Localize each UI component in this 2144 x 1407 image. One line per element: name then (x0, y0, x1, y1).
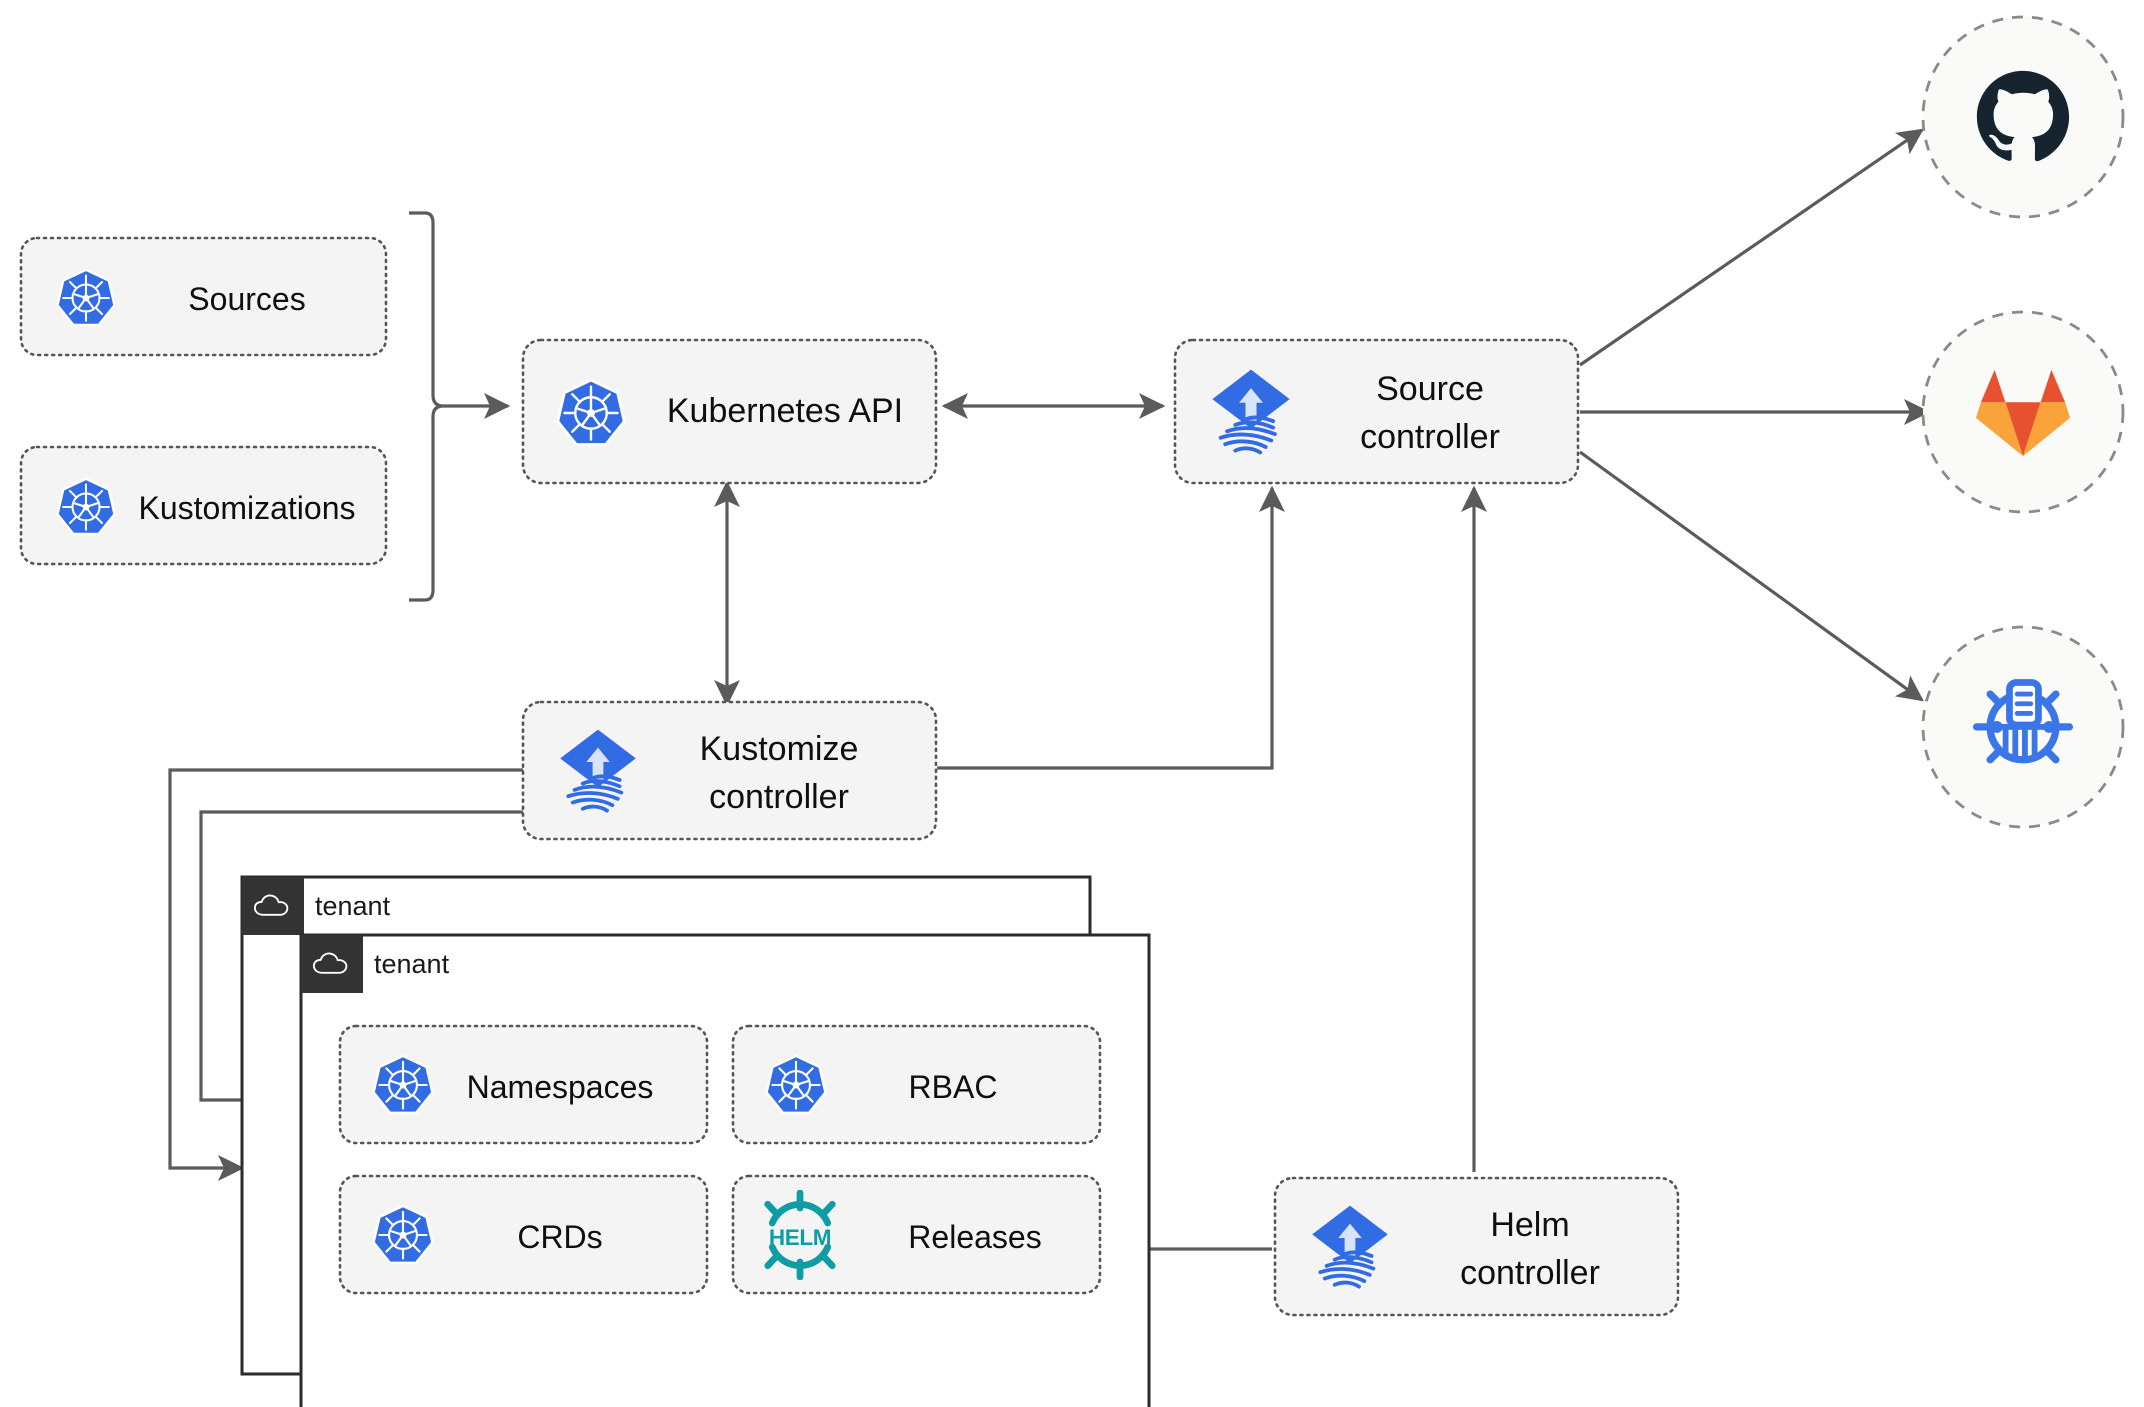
node-gitlab[interactable] (1921, 310, 2125, 514)
node-crds[interactable]: CRDs (338, 1174, 709, 1295)
node-kustomizations[interactable]: Kustomizations (19, 445, 388, 566)
tenant-front[interactable]: tenant (299, 933, 1151, 1407)
tenant-back-icon-chip (242, 877, 304, 935)
crds-box (338, 1174, 709, 1295)
node-helm-repository[interactable] (1921, 625, 2125, 829)
helm-controller-label-line1: Helm (1490, 1206, 1569, 1244)
source-controller-label-line2: controller (1360, 418, 1500, 456)
crds-label: CRDs (517, 1219, 602, 1255)
node-source-controller[interactable]: Source controller (1173, 338, 1580, 485)
kubernetes-api-label: Kubernetes API (667, 392, 903, 430)
namespaces-box (338, 1024, 709, 1145)
kubernetes-api-box (521, 338, 938, 485)
node-rbac[interactable]: RBAC (731, 1024, 1102, 1145)
kustomizations-box (19, 445, 388, 566)
sources-label: Sources (188, 281, 305, 317)
helm-controller-label-line2: controller (1460, 1254, 1600, 1292)
helm-controller-box (1273, 1176, 1680, 1317)
tenant-front-body (299, 933, 1151, 1407)
source-controller-box (1173, 338, 1580, 485)
kubernetes-icon (372, 1054, 434, 1115)
namespaces-label: Namespaces (467, 1069, 654, 1105)
node-kubernetes-api[interactable]: Kubernetes API (521, 338, 938, 485)
node-github[interactable] (1921, 15, 2125, 219)
kubernetes-icon (372, 1204, 434, 1265)
releases-box (731, 1174, 1102, 1295)
tenant-front-label: tenant (374, 949, 450, 979)
kubernetes-icon (765, 1054, 827, 1115)
tenant-front-icon-chip (301, 935, 363, 993)
rbac-label: RBAC (909, 1069, 998, 1105)
edge-kustomize-controller-to-tenant-back (168, 768, 524, 1181)
kubernetes-icon (56, 268, 116, 327)
releases-label: Releases (908, 1219, 1041, 1255)
edge-source-controller-to-helm-repository (1579, 450, 1924, 702)
rbac-box (731, 1024, 1102, 1145)
kubernetes-icon (556, 378, 626, 446)
edge-source-controller-to-github (1579, 128, 1924, 367)
tenant-back-label: tenant (315, 891, 391, 921)
edges-layer (168, 128, 1931, 1262)
sources-box (19, 236, 388, 357)
edge-kustomize-controller-to-source-controller (937, 485, 1285, 770)
node-helm-controller[interactable]: Helm controller (1273, 1176, 1680, 1317)
github-circle (1921, 15, 2125, 219)
kustomize-controller-label-line2: controller (709, 778, 849, 816)
node-sources[interactable]: Sources (19, 236, 388, 357)
kustomize-controller-label-line1: Kustomize (700, 730, 859, 768)
source-controller-label-line1: Source (1376, 370, 1484, 408)
kustomizations-label: Kustomizations (139, 490, 356, 526)
kubernetes-icon (56, 477, 116, 536)
node-namespaces[interactable]: Namespaces (338, 1024, 709, 1145)
kustomize-controller-box (521, 700, 938, 841)
node-kustomize-controller[interactable]: Kustomize controller (521, 700, 938, 841)
edge-resources-bracket (409, 211, 444, 602)
node-releases[interactable]: Releases (731, 1174, 1102, 1295)
